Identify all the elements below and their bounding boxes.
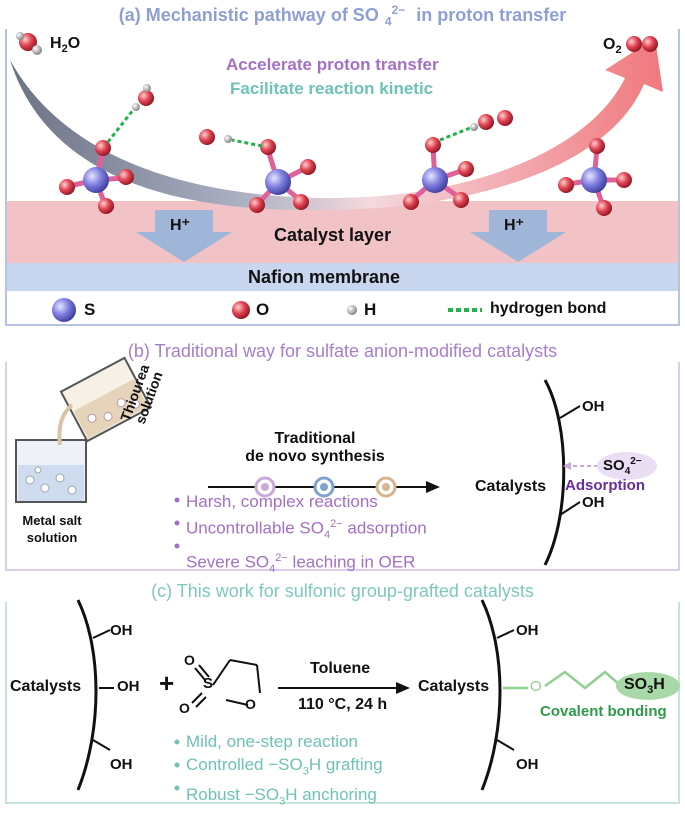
sulfate-molecule-4	[558, 138, 632, 216]
oh-c-2: OH	[117, 678, 140, 695]
hplus-left: H⁺	[170, 217, 190, 234]
bullet-c-3: Robust −SO3H anchoring	[186, 785, 377, 808]
so4-label-b: SO42−	[603, 456, 642, 477]
plus-sign: +	[159, 668, 175, 698]
oh-bottom-b: OH	[582, 494, 605, 511]
oh-c-1: OH	[110, 622, 133, 639]
covalent-label: Covalent bonding	[540, 703, 667, 720]
oh-c-r1: OH	[516, 622, 539, 639]
catalyst-surface-b	[543, 379, 566, 566]
catalysts-label-b: Catalysts	[475, 478, 547, 495]
bullet-b-2: Uncontrollable SO42− adsorption	[186, 518, 427, 542]
catalyst-surface-c-right	[480, 599, 502, 791]
legend-o-label: O	[256, 300, 270, 319]
oh-top-b: OH	[582, 398, 605, 415]
sulfate-molecule-3	[403, 110, 513, 210]
legend-s-label: S	[84, 300, 96, 319]
panel-b-title: (b) Traditional way for sulfate anion-mo…	[0, 341, 685, 362]
catalyst-layer-band	[7, 201, 678, 263]
thiourea-beaker	[59, 356, 153, 443]
facilitate-text: Facilitate reaction kinetic	[230, 79, 434, 98]
so3h-ellipse	[616, 672, 680, 700]
bullet-list-b: Harsh, complex reactions Uncontrollable …	[186, 490, 427, 581]
solvent-label: Toluene	[310, 660, 371, 677]
legend-h-label: H	[364, 300, 377, 319]
panel-c-illustration	[76, 599, 680, 791]
oxygen-molecule	[626, 36, 658, 52]
hplus-right: H⁺	[504, 217, 524, 234]
sulfate-molecule-1	[59, 84, 154, 214]
propane-sultone-structure	[191, 659, 261, 708]
bullet-list-c: Mild, one-step reaction Controlled −SO3H…	[186, 730, 383, 814]
catalysts-label-c-right: Catalysts	[418, 678, 490, 695]
so3h-label: SO3H	[624, 676, 665, 697]
ether-o: O	[530, 678, 542, 695]
bullet-b-3: Severe SO42− leaching in OER	[186, 552, 416, 576]
nafion-band	[7, 263, 678, 291]
conditions-label: 110 °C, 24 h	[298, 696, 388, 713]
catalyst-surface-c-left	[76, 599, 98, 791]
catalyst-layer-label: Catalyst layer	[274, 225, 392, 245]
ring-s: S	[203, 675, 214, 692]
ring-o-top: O	[184, 652, 195, 668]
bullet-c-2: Controlled −SO3H grafting	[186, 755, 383, 778]
metal-salt-beaker	[15, 439, 87, 503]
legend-o-icon	[232, 301, 250, 319]
propyl-chain	[544, 670, 621, 690]
ring-o-chain: O	[245, 696, 256, 712]
nafion-label: Nafion membrane	[248, 267, 401, 287]
catalysts-label-c-left: Catalysts	[10, 678, 82, 695]
panel-c-title: (c) This work for sulfonic group-grafted…	[0, 581, 685, 602]
down-arrow-right	[470, 210, 566, 262]
ring-o-bottom: O	[179, 700, 190, 716]
accelerate-text: Accelerate proton transfer	[226, 55, 439, 74]
bullet-b-1: Harsh, complex reactions	[186, 492, 378, 511]
down-arrow-left	[136, 210, 232, 262]
panel-b-illustration	[15, 356, 657, 566]
water-molecule	[16, 32, 42, 55]
oh-c-3: OH	[110, 756, 133, 773]
legend-hbond-label: hydrogen bond	[490, 300, 607, 317]
legend-s-icon	[52, 298, 76, 322]
oh-c-r2: OH	[516, 756, 539, 773]
o2-label: O2	[603, 36, 622, 57]
bullet-c-1: Mild, one-step reaction	[186, 732, 358, 751]
pour-stream	[57, 403, 74, 446]
panel-a-illustration	[7, 32, 678, 322]
h2o-label: H2O	[50, 35, 81, 56]
so4-ellipse	[597, 452, 657, 480]
adsorption-label: Adsorption	[565, 477, 645, 494]
legend-h-icon	[347, 305, 357, 315]
sulfate-molecule-2	[199, 129, 316, 213]
